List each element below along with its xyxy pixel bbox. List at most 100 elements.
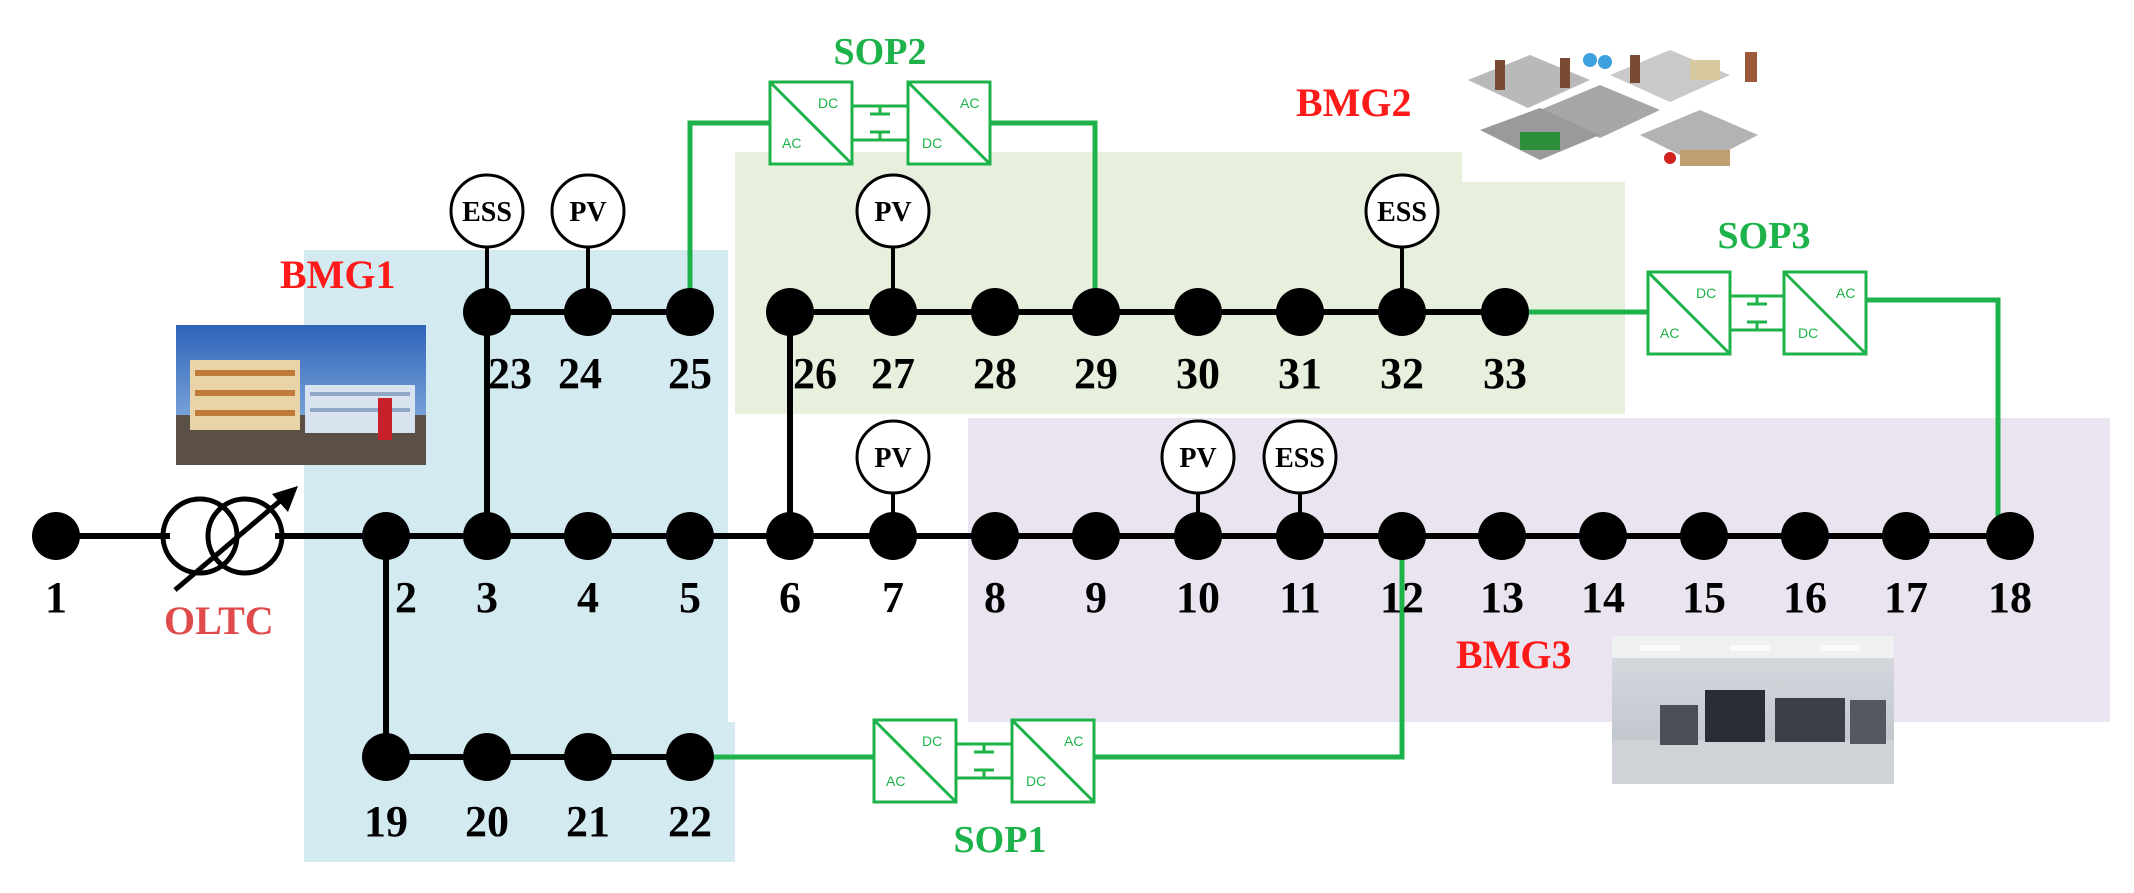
oltc-transformer-icon	[160, 486, 298, 592]
bus-label-23: 23	[488, 349, 532, 398]
bus-label-31: 31	[1278, 349, 1322, 398]
bus-node-23	[463, 288, 511, 336]
conv-dc-text: DC	[1026, 773, 1046, 789]
conv-dc-text: DC	[818, 95, 838, 111]
ess-unit-bus11: ESS	[1262, 419, 1338, 495]
bmg3-region	[968, 418, 2110, 722]
bus-node-30	[1174, 288, 1222, 336]
bus-node-10	[1174, 512, 1222, 560]
bus-node-2	[362, 512, 410, 560]
bus-node-5	[666, 512, 714, 560]
bus-label-2: 2	[395, 573, 417, 622]
bus-node-1	[32, 512, 80, 560]
bus-label-9: 9	[1085, 573, 1107, 622]
bus-label-20: 20	[465, 797, 509, 846]
ess-unit-bus23: ESS	[449, 173, 525, 249]
bmg2-illustration	[1462, 40, 1762, 182]
bus-node-28	[971, 288, 1019, 336]
sop-links	[687, 120, 2001, 760]
sop2-converter: DC AC AC DC	[768, 80, 992, 166]
bmg2-label: BMG2	[1296, 80, 1412, 125]
bus-label-12: 12	[1380, 573, 1424, 622]
bus-label-6: 6	[779, 573, 801, 622]
bus-label-8: 8	[984, 573, 1006, 622]
conv-dc-text: DC	[1798, 325, 1818, 341]
bus-label-29: 29	[1074, 349, 1118, 398]
bus-label-10: 10	[1176, 573, 1220, 622]
bus-node-22	[666, 733, 714, 781]
conv-ac-text: AC	[960, 95, 979, 111]
bus-node-15	[1680, 512, 1728, 560]
conv-dc-text: DC	[922, 733, 942, 749]
ess-label: ESS	[1275, 443, 1325, 474]
bus-node-33	[1481, 288, 1529, 336]
bus-labels: 1 2 3 4 5 6 7 8 9 10 11 12 13 14 15 16 1…	[45, 349, 2032, 846]
bus-label-26: 26	[793, 349, 837, 398]
pv-label: PV	[569, 197, 606, 228]
ess-label: ESS	[1377, 197, 1427, 228]
pv-unit-bus10: PV	[1160, 419, 1236, 495]
bmg1-label: BMG1	[280, 252, 396, 297]
bus-node-3	[463, 512, 511, 560]
bus-node-24	[564, 288, 612, 336]
sop3-label: SOP3	[1718, 215, 1811, 257]
bus-label-3: 3	[476, 573, 498, 622]
bus-node-4	[564, 512, 612, 560]
bus-label-14: 14	[1581, 573, 1625, 622]
conv-ac-text: AC	[1660, 325, 1679, 341]
pv-unit-bus7: PV	[855, 419, 931, 495]
bus-label-24: 24	[558, 349, 602, 398]
bus-node-26	[766, 288, 814, 336]
bus-node-6	[766, 512, 814, 560]
bus-node-19	[362, 733, 410, 781]
bus-label-33: 33	[1483, 349, 1527, 398]
bus-label-22: 22	[668, 797, 712, 846]
bus-label-30: 30	[1176, 349, 1220, 398]
bus-label-32: 32	[1380, 349, 1424, 398]
bus-label-1: 1	[45, 573, 67, 622]
bus-label-27: 27	[871, 349, 915, 398]
bus-label-25: 25	[668, 349, 712, 398]
bus-node-31	[1276, 288, 1324, 336]
bus-node-9	[1072, 512, 1120, 560]
sop3-converter: DC AC AC DC	[1646, 270, 1868, 356]
bus-node-32	[1378, 288, 1426, 336]
pv-unit-bus24: PV	[550, 173, 626, 249]
bus-label-19: 19	[364, 797, 408, 846]
conv-dc-text: DC	[922, 135, 942, 151]
bus-node-13	[1478, 512, 1526, 560]
sop1-label: SOP1	[954, 819, 1047, 861]
sop2-label: SOP2	[834, 31, 927, 73]
bus-label-28: 28	[973, 349, 1017, 398]
bus-node-16	[1781, 512, 1829, 560]
bus-label-11: 11	[1279, 573, 1321, 622]
conv-ac-text: AC	[782, 135, 801, 151]
bus-label-7: 7	[882, 573, 904, 622]
bus-node-21	[564, 733, 612, 781]
bus-node-17	[1882, 512, 1930, 560]
pv-label: PV	[874, 197, 911, 228]
bus-node-29	[1072, 288, 1120, 336]
bus-node-25	[666, 288, 714, 336]
bmg1-photo	[176, 325, 426, 465]
oltc-label: OLTC	[164, 598, 274, 643]
bmg3-label: BMG3	[1456, 632, 1572, 677]
bus-label-4: 4	[577, 573, 599, 622]
bus-node-8	[971, 512, 1019, 560]
bus-node-7	[869, 512, 917, 560]
bus-node-27	[869, 288, 917, 336]
bus-label-21: 21	[566, 797, 610, 846]
bus-label-15: 15	[1682, 573, 1726, 622]
conv-dc-text: DC	[1696, 285, 1716, 301]
sop1-converter: DC AC AC DC	[872, 718, 1096, 804]
pv-unit-bus27: PV	[855, 173, 931, 249]
bus-nodes	[32, 288, 2034, 781]
ess-unit-bus32: ESS	[1364, 173, 1440, 249]
bus-node-20	[463, 733, 511, 781]
bus-node-12	[1378, 512, 1426, 560]
bus-label-18: 18	[1988, 573, 2032, 622]
pv-label: PV	[1179, 443, 1216, 474]
pv-label: PV	[874, 443, 911, 474]
conv-ac-text: AC	[1836, 285, 1855, 301]
